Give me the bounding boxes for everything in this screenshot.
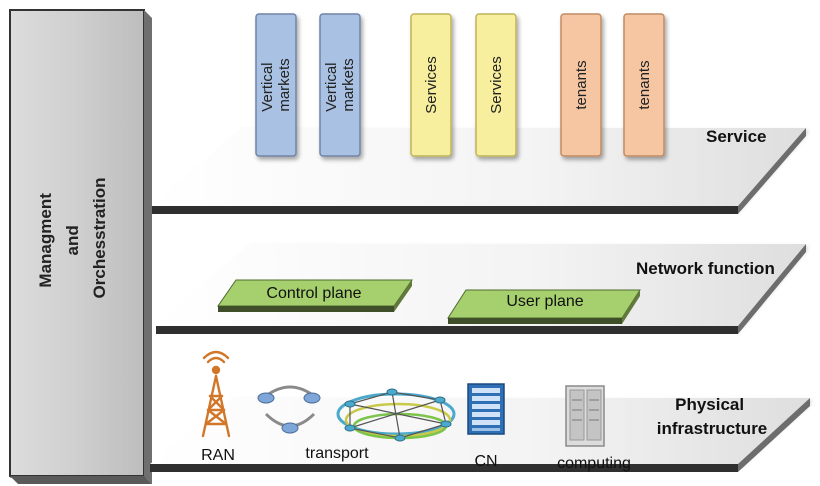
tenants-label: tenants	[636, 60, 653, 109]
vertical-markets-label-1: Vertical	[323, 62, 340, 111]
tenants-label: tenants	[573, 60, 590, 109]
control-plane-label: Control plane	[266, 285, 361, 302]
ran-label: RAN	[201, 447, 235, 464]
management-label-line1: Managment	[36, 193, 55, 288]
tenants-block: tenants	[623, 13, 665, 157]
vertical-markets-label-2: markets	[276, 58, 293, 111]
control-plane-block: Control plane	[217, 279, 413, 312]
services-label: Services	[423, 56, 440, 114]
svg-text:Managment and Orch: Managment and Orchesstration	[36, 178, 109, 299]
service-layer-label: Service	[706, 127, 767, 146]
svg-text:Vertical markets: Vertical markets	[323, 58, 357, 111]
vertical-markets-block: Vertical markets	[319, 13, 361, 157]
services-block: Services	[410, 13, 452, 157]
cn-label: CN	[474, 453, 497, 470]
transport-label: transport	[305, 445, 369, 462]
vertical-markets-block: Vertical markets	[255, 13, 297, 157]
tenants-block: tenants	[560, 13, 602, 157]
network-function-layer: Network function Control plane User plan…	[156, 244, 806, 334]
vertical-markets-label-1: Vertical	[259, 62, 276, 111]
management-label-line3: Orchesstration	[90, 178, 109, 299]
svg-text:tenants: tenants	[636, 60, 653, 109]
transport-ring-icon	[257, 385, 321, 434]
ran-tower-icon	[201, 350, 231, 438]
svg-text:Physical infrastructure: Physical infrastructure	[657, 395, 768, 438]
svg-text:Vertical markets: Vertical markets	[259, 58, 293, 111]
services-label: Services	[488, 56, 505, 114]
physical-label-line1: Physical	[675, 395, 744, 414]
user-plane-label: User plane	[506, 293, 583, 310]
services-block: Services	[475, 13, 517, 157]
computing-server-icon	[565, 385, 605, 447]
service-blocks: Vertical markets Vertical markets Servic…	[255, 13, 665, 157]
svg-text:Services: Services	[423, 56, 440, 114]
transport-mesh-icon	[336, 388, 456, 442]
physical-label-line2: infrastructure	[657, 419, 768, 438]
user-plane-block: User plane	[447, 289, 641, 324]
vertical-markets-label-2: markets	[340, 58, 357, 111]
svg-text:tenants: tenants	[573, 60, 590, 109]
management-label-line2: and	[63, 225, 82, 255]
cn-server-icon	[467, 383, 505, 435]
network-function-label: Network function	[636, 259, 775, 278]
computing-label: computing	[557, 455, 631, 472]
management-orchestration-block: Managment and Orchesstration	[9, 9, 152, 484]
svg-text:Services: Services	[488, 56, 505, 114]
